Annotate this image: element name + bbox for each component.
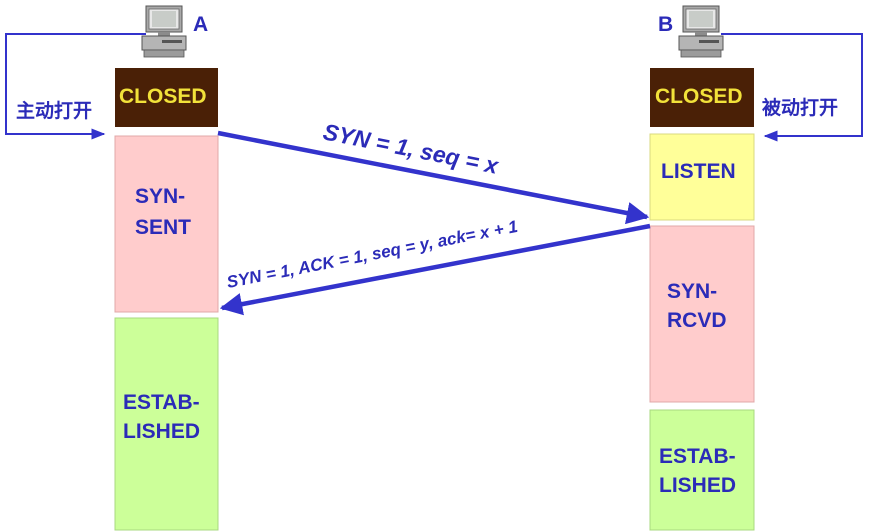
state-b-syn-rcvd-line1: SYN-: [667, 280, 717, 303]
passive-open-loop: [721, 33, 863, 142]
syn-arrow: [217, 130, 650, 225]
host-a-label: A: [193, 13, 208, 36]
active-open-loop: [5, 33, 146, 140]
state-b-established: ESTAB- LISHED: [649, 409, 755, 531]
state-a-established-line2: LISHED: [123, 420, 200, 443]
state-a-syn-sent: SYN- SENT: [114, 135, 219, 313]
state-b-closed-text: CLOSED: [655, 85, 743, 108]
state-a-syn-sent-line2: SENT: [135, 216, 191, 239]
state-b-listen-text: LISTEN: [661, 160, 736, 183]
state-a-established-line1: ESTAB-: [123, 391, 200, 414]
state-b-syn-rcvd: SYN- RCVD: [649, 225, 755, 403]
passive-open-label: 被动打开: [762, 96, 838, 119]
state-b-established-line2: LISHED: [659, 474, 736, 497]
state-a-closed: CLOSED: [115, 68, 218, 127]
state-b-syn-rcvd-line2: RCVD: [667, 309, 727, 332]
state-b-listen: LISTEN: [649, 133, 755, 221]
host-b-label: B: [658, 13, 673, 36]
computer-icon-a: [141, 5, 187, 58]
syn-ack-arrow: [219, 223, 651, 316]
state-a-syn-sent-line1: SYN-: [135, 185, 185, 208]
active-open-label: 主动打开: [16, 99, 92, 122]
state-b-established-line1: ESTAB-: [659, 445, 736, 468]
state-b-closed: CLOSED: [650, 68, 754, 127]
state-a-established: ESTAB- LISHED: [114, 317, 219, 531]
computer-icon-b: [678, 5, 724, 58]
state-a-closed-text: CLOSED: [119, 85, 207, 108]
